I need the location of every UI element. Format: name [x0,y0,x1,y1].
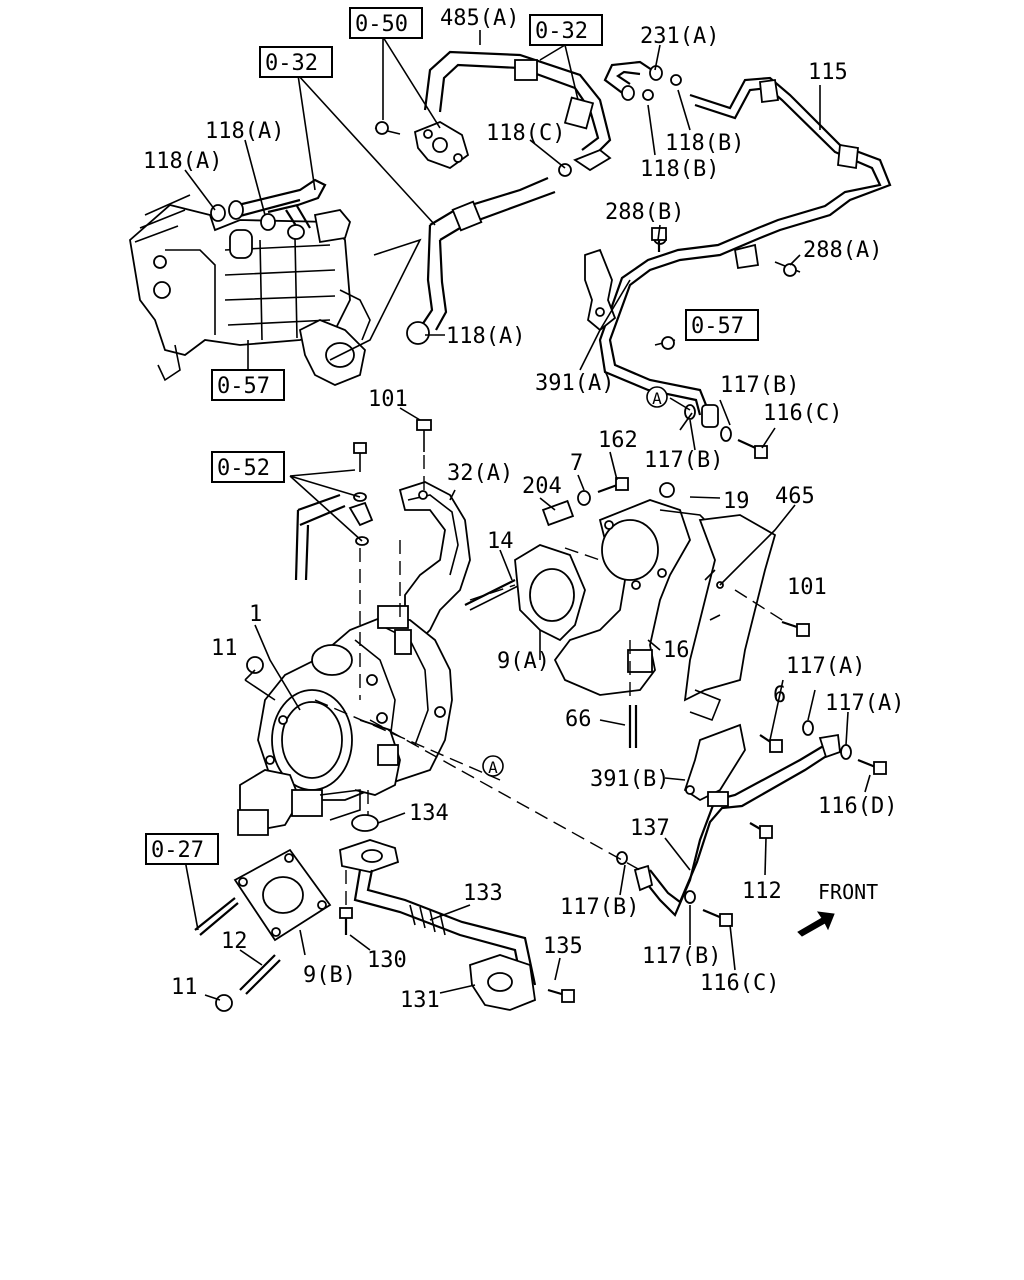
callout-label: 117(B) [560,895,639,920]
callout-label: 11 [211,636,238,661]
ref-box: 0-57 [211,369,285,401]
exhaust-manifold-drawing [514,499,726,696]
ref-box-label: 0-57 [217,374,270,399]
ref-box-label: 0-52 [217,456,270,481]
callout-label: 118(C) [486,121,565,146]
ref-box-label: 0-27 [151,838,204,863]
callout-label: 391(A) [535,371,614,396]
callout-label: 133 [463,881,503,906]
callout-label: 204 [522,474,562,499]
callout-label: 116(C) [700,971,779,996]
bracket-391b-drawing [683,723,746,802]
callout-label: 117(B) [720,373,799,398]
callout-label: 231(A) [640,24,719,49]
upper-hose-drawing [210,178,327,240]
callout-label: 137 [630,816,670,841]
callout-label: 112 [742,879,782,904]
callout-label: 32(A) [447,461,513,486]
callout-label: 9(A) [497,649,550,674]
ref-box: 0-52 [211,451,285,483]
callout-label: 19 [723,489,750,514]
front-label: FRONT [818,880,878,904]
front-arrow-icon [797,911,835,937]
callout-label: 130 [367,948,407,973]
oil-pipe-137-drawing [633,733,841,917]
assembly-dash-lines [314,455,791,905]
callout-label: 131 [400,988,440,1013]
bracket-391a-drawing [584,231,801,350]
callout-label: 118(B) [665,131,744,156]
callout-label: 12 [221,929,248,954]
callout-label: 118(B) [640,157,719,182]
water-pipe-115-drawing [598,60,892,428]
callout-label: 288(B) [605,200,684,225]
callout-label: 485(A) [440,6,519,31]
callout-label: 117(A) [825,691,904,716]
callout-label: 115 [808,60,848,85]
gasket-9b-drawing [233,848,332,942]
heat-shield-465-drawing [683,514,777,722]
heat-shield-32a-drawing [398,481,471,642]
egr-pipe-485-drawing [374,50,612,177]
callout-label: 116(D) [818,794,897,819]
callout-label: 66 [565,707,592,732]
callout-label: 117(B) [642,944,721,969]
marker-a: A [646,386,668,408]
callout-label: 162 [598,428,638,453]
callout-label: 7 [570,451,583,476]
ref-box-label: 0-57 [691,314,744,339]
callout-label: 118(A) [143,149,222,174]
oil-pipe-133-drawing [339,839,537,1011]
callout-label: 118(A) [446,324,525,349]
callout-label: 9(B) [303,963,356,988]
callout-label: 117(A) [786,654,865,679]
marker-a: A [482,755,504,777]
ref-box-label: 0-32 [535,19,588,44]
callout-label: 6 [773,683,786,708]
leader-lines [184,30,871,1001]
callout-label: 1 [249,602,262,627]
ref-box: 0-32 [529,14,603,46]
callout-label: 134 [409,801,449,826]
callout-label: 465 [775,484,815,509]
ref-box: 0-27 [145,833,219,865]
callout-label: 288(A) [803,238,882,263]
callout-label: 101 [368,387,408,412]
ref-box: 0-57 [685,309,759,341]
egr-pipe-drawing [329,176,556,361]
callout-label: 14 [487,529,514,554]
marker-a-label: A [652,389,662,408]
callout-label: 11 [171,975,198,1000]
callout-label: 101 [787,575,827,600]
turbocharger-drawing [237,605,453,836]
callout-label: 135 [543,934,583,959]
callout-label: 117(B) [644,448,723,473]
callout-label: 16 [663,638,690,663]
ref-box-label: 0-32 [265,51,318,76]
ref-box-label: 0-50 [355,12,408,37]
marker-a-label: A [488,758,498,777]
callout-label: 118(A) [205,119,284,144]
ref-box: 0-32 [259,46,333,78]
ref-box: 0-50 [349,7,423,39]
callout-label: 391(B) [590,767,669,792]
callout-label: 116(C) [763,401,842,426]
egr-cooler-drawing [129,194,371,386]
